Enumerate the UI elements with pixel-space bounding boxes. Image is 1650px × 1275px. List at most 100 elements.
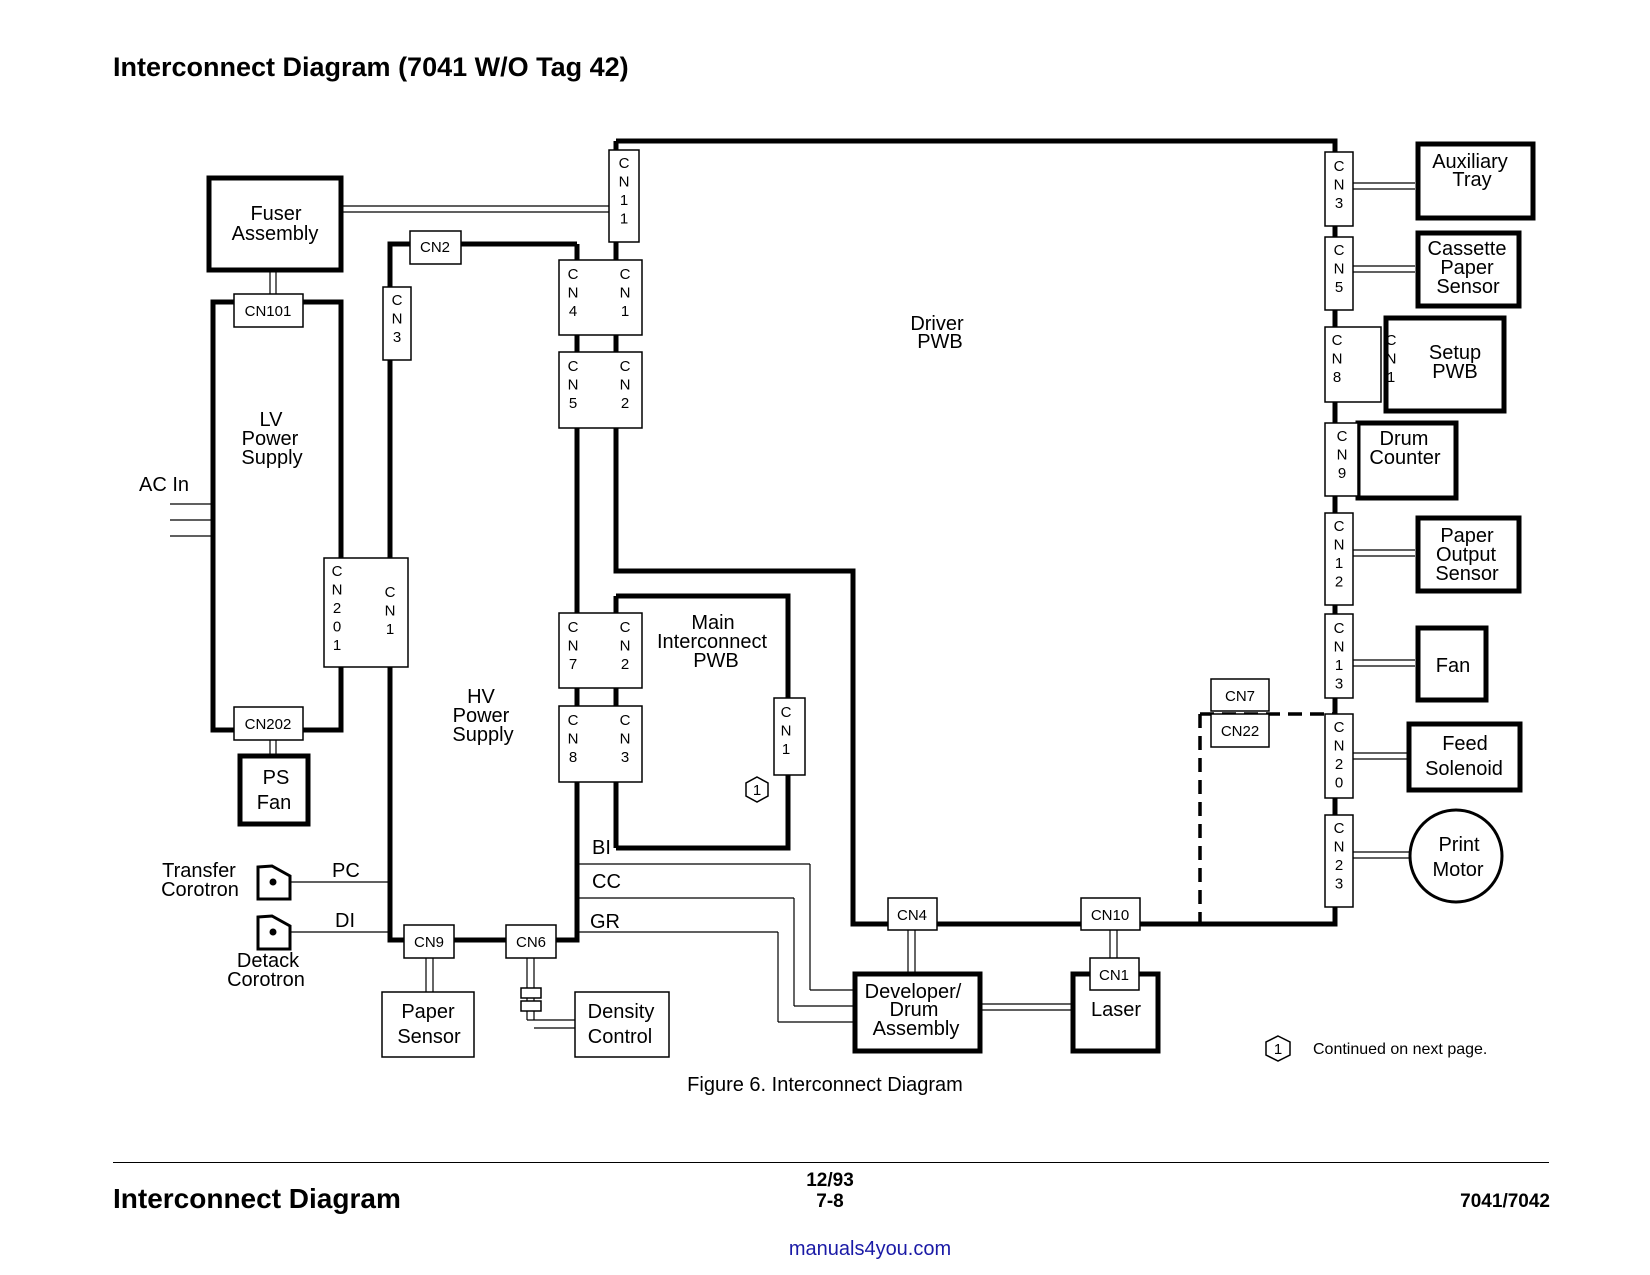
page-title: Interconnect Diagram (7041 W/O Tag 42)	[113, 52, 629, 82]
connector-label-cn10-driver: CN10	[1091, 907, 1129, 924]
capacitor-icon	[520, 987, 542, 1012]
paper-sensor-label-1: Paper	[401, 1001, 455, 1023]
footer-model: 7041/7042	[1460, 1191, 1550, 1212]
lv-label-1: LV	[260, 409, 284, 431]
signal-gr: GR	[590, 911, 620, 933]
footer-divider	[113, 1162, 1549, 1163]
detack-label-2: Corotron	[227, 969, 305, 991]
cassette-label-1: Cassette	[1428, 238, 1507, 260]
hv-label-3: Supply	[452, 724, 513, 746]
lv-label-3: Supply	[241, 447, 302, 469]
print-motor-label-2: Motor	[1432, 859, 1483, 881]
developer-label-3: Assembly	[873, 1018, 960, 1040]
continuation-marker-icon	[745, 776, 769, 803]
footer-link[interactable]: manuals4you.com	[788, 1238, 952, 1260]
main-pwb-label-1: Main	[691, 612, 734, 634]
thin-boxes	[381, 991, 670, 1058]
footer-title: Interconnect Diagram	[113, 1183, 401, 1214]
print-motor-circle	[1408, 808, 1504, 904]
paper-output-label-3: Sensor	[1435, 563, 1499, 585]
signal-cc: CC	[592, 871, 621, 893]
hv-label-2: Power	[453, 705, 510, 727]
wiring	[170, 182, 1415, 1029]
setup-pwb-label-2: PWB	[1432, 361, 1478, 383]
setup-pwb-label-1: Setup	[1429, 342, 1481, 364]
interconnect-diagram: 1 1 Fuser Assembly LV Power Supply PS Fa…	[139, 138, 1536, 1096]
legend-marker-label: 1	[1274, 1041, 1282, 1058]
ac-in-label: AC In	[139, 474, 189, 496]
driver-pwb-label-2: PWB	[917, 331, 963, 353]
laser-label: Laser	[1091, 999, 1141, 1021]
connector-label-cn9-hv: CN9	[414, 934, 444, 951]
developer-label-1: Developer/	[865, 981, 962, 1003]
aux-tray-label-2: Tray	[1452, 169, 1491, 191]
connector-label-cn1-laser: CN1	[1099, 967, 1129, 984]
cassette-label-2: Paper	[1440, 257, 1494, 279]
lv-label-2: Power	[242, 428, 299, 450]
print-motor-label-1: Print	[1438, 834, 1480, 856]
signal-di: DI	[335, 910, 355, 932]
transfer-label-2: Corotron	[161, 879, 239, 901]
density-label-2: Control	[588, 1026, 652, 1048]
paper-sensor-label-2: Sensor	[397, 1026, 461, 1048]
ps-fan-label-1: PS	[263, 767, 290, 789]
footer-date: 12/93	[806, 1170, 854, 1191]
feed-solenoid-label-2: Solenoid	[1425, 758, 1503, 780]
connector-label-cn4-driver: CN4	[897, 907, 927, 924]
aux-tray-label-1: Auxiliary	[1432, 151, 1508, 173]
ps-fan-label-2: Fan	[257, 792, 291, 814]
feed-solenoid-label-1: Feed	[1442, 733, 1488, 755]
density-label-1: Density	[588, 1001, 655, 1023]
driver-pwb-label-1: Driver	[910, 313, 964, 335]
drum-counter-label-1: Drum	[1380, 428, 1429, 450]
legend-text: Continued on next page.	[1313, 1041, 1487, 1058]
signal-pc: PC	[332, 860, 360, 882]
developer-label-2: Drum	[890, 999, 939, 1021]
connector-label-cn101: CN101	[245, 303, 292, 320]
paper-output-label-1: Paper	[1440, 525, 1494, 547]
fuser-label-1: Fuser	[250, 203, 301, 225]
connector-label-cn202: CN202	[245, 716, 292, 733]
legend-marker-icon	[1265, 1035, 1291, 1062]
footer-page-number: 7-8	[816, 1191, 844, 1212]
fuser-label-2: Assembly	[232, 223, 319, 245]
connector-label-cn7-driver: CN7	[1225, 688, 1255, 705]
hv-label-1: HV	[467, 686, 495, 708]
connector-label-cn2-hv: CN2	[420, 239, 450, 256]
drum-counter-label-2: Counter	[1369, 447, 1440, 469]
corotron-icons	[256, 864, 292, 951]
hexagon-markers	[745, 776, 1291, 1062]
figure-caption: Figure 6. Interconnect Diagram	[687, 1074, 963, 1096]
connector-label-cn6-hv: CN6	[516, 934, 546, 951]
cassette-label-3: Sensor	[1436, 276, 1500, 298]
fan-label: Fan	[1436, 655, 1470, 677]
main-pwb-label-3: PWB	[693, 650, 739, 672]
transfer-label-1: Transfer	[162, 860, 236, 882]
signal-bi: BI	[592, 837, 611, 859]
detack-label-1: Detack	[237, 950, 300, 972]
continuation-marker-label: 1	[753, 782, 761, 799]
connector-boxes	[233, 149, 1382, 991]
main-pwb-label-2: Interconnect	[657, 631, 768, 653]
